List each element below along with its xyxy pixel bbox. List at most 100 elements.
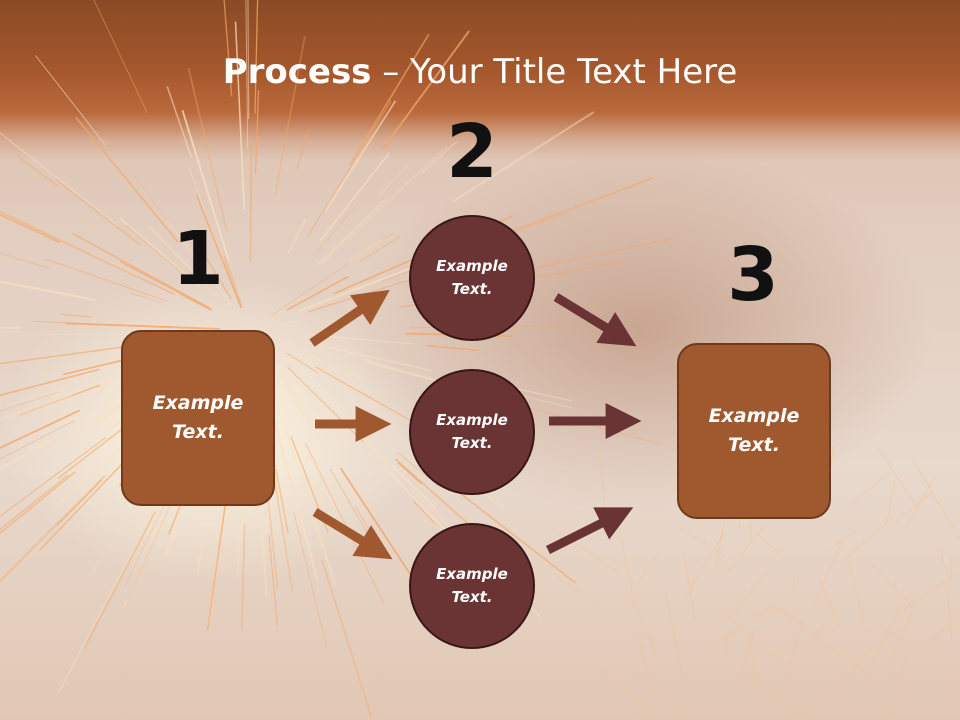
spark-streak bbox=[0, 210, 175, 296]
spark-streak bbox=[277, 407, 312, 502]
spark-streak bbox=[293, 512, 327, 647]
spark-streak bbox=[287, 218, 307, 255]
spark-streak bbox=[311, 475, 324, 502]
step-number-3: 3 bbox=[727, 232, 779, 318]
spark-streak bbox=[0, 213, 61, 244]
spark-streak bbox=[272, 418, 319, 581]
spark-streak bbox=[0, 420, 75, 460]
step-box-3[interactable]: Example Text. bbox=[677, 343, 831, 519]
spark-streak bbox=[18, 395, 72, 416]
spark-streak bbox=[812, 536, 845, 609]
spark-streak bbox=[413, 500, 436, 525]
title-rest: – Your Title Text Here bbox=[371, 52, 738, 92]
spark-streak bbox=[746, 523, 783, 557]
spark-streak bbox=[831, 529, 858, 548]
circle-top[interactable]: Example Text. bbox=[409, 215, 535, 341]
spark-streak bbox=[119, 260, 213, 311]
spark-streak bbox=[0, 391, 59, 412]
title-band bbox=[0, 0, 960, 160]
circle-bottom-label: Example Text. bbox=[436, 565, 508, 606]
spark-streak bbox=[91, 253, 143, 280]
spark-streak bbox=[124, 321, 169, 326]
spark-streak bbox=[376, 165, 408, 198]
spark-streak bbox=[286, 352, 319, 374]
spark-streak bbox=[734, 568, 769, 613]
arrow-box1-to-circle-top bbox=[309, 289, 390, 347]
spark-streak bbox=[16, 154, 59, 188]
spark-streak bbox=[325, 100, 397, 212]
spark-streak bbox=[816, 636, 873, 678]
spark-streak bbox=[51, 445, 123, 510]
spark-streak bbox=[149, 226, 218, 298]
spark-streak bbox=[314, 206, 356, 255]
spark-streak bbox=[0, 369, 140, 421]
spark-streak bbox=[870, 562, 913, 608]
spark-streak bbox=[847, 561, 868, 635]
spark-streak bbox=[940, 550, 950, 585]
spark-streak bbox=[274, 35, 306, 197]
spark-streak bbox=[310, 513, 337, 586]
spark-streak bbox=[853, 471, 891, 504]
spark-streak bbox=[381, 30, 470, 150]
step-box-1[interactable]: Example Text. bbox=[121, 330, 275, 506]
circle-middle[interactable]: Example Text. bbox=[409, 369, 535, 495]
arrow-box1-to-circle-bottom bbox=[312, 508, 393, 560]
spark-streak bbox=[748, 628, 757, 699]
spark-streak bbox=[321, 145, 448, 264]
spark-streak bbox=[304, 353, 366, 381]
spark-streak bbox=[0, 252, 50, 269]
title-bold: Process bbox=[222, 52, 372, 92]
spark-streak bbox=[633, 604, 658, 658]
spark-streak bbox=[348, 33, 430, 167]
circle-middle-label: Example Text. bbox=[436, 411, 508, 452]
spark-streak bbox=[945, 674, 960, 698]
spark-streak bbox=[247, 0, 250, 120]
spark-streak bbox=[133, 175, 170, 223]
spark-streak bbox=[0, 280, 96, 302]
spark-streak bbox=[125, 224, 196, 285]
spark-streak bbox=[451, 111, 595, 203]
spark-streak bbox=[726, 631, 728, 653]
spark-streak bbox=[360, 236, 401, 262]
spark-streak bbox=[0, 437, 106, 517]
spark-streak bbox=[130, 292, 164, 304]
spark-streak bbox=[19, 384, 101, 416]
spark-streak bbox=[774, 608, 802, 623]
spark-streak bbox=[740, 668, 806, 716]
spark-streak bbox=[296, 129, 310, 169]
spark-streak bbox=[287, 367, 364, 443]
slide-title: Process – Your Title Text Here bbox=[0, 52, 960, 92]
spark-streak bbox=[166, 86, 193, 158]
spark-streak bbox=[665, 593, 684, 681]
spark-streak bbox=[268, 534, 278, 627]
spark-streak bbox=[223, 255, 243, 307]
spark-streak bbox=[181, 110, 230, 262]
spark-streak bbox=[360, 435, 437, 509]
circle-bottom[interactable]: Example Text. bbox=[409, 523, 535, 649]
spark-streak bbox=[348, 239, 383, 264]
spark-streak bbox=[75, 116, 179, 243]
step-box-1-label: Example Text. bbox=[152, 392, 244, 443]
spark-streak bbox=[911, 457, 954, 529]
spark-streak bbox=[39, 451, 134, 551]
spark-streak bbox=[270, 232, 395, 317]
spark-streak bbox=[254, 90, 260, 175]
spark-streak bbox=[892, 491, 934, 525]
spark-streak bbox=[792, 571, 797, 592]
spark-streak bbox=[0, 132, 120, 228]
spark-streak bbox=[240, 524, 246, 632]
spark-streak bbox=[83, 511, 156, 649]
spark-streak bbox=[890, 657, 906, 718]
spark-streak bbox=[195, 194, 242, 309]
spark-streak bbox=[269, 315, 321, 327]
spark-streak bbox=[35, 55, 106, 146]
spark-streak bbox=[778, 625, 803, 702]
spark-streak bbox=[165, 521, 180, 557]
spark-streak bbox=[647, 686, 677, 710]
spark-streak bbox=[803, 621, 828, 649]
spark-streak bbox=[420, 140, 458, 175]
spark-streak bbox=[306, 100, 392, 238]
spark-streak bbox=[254, 0, 259, 114]
